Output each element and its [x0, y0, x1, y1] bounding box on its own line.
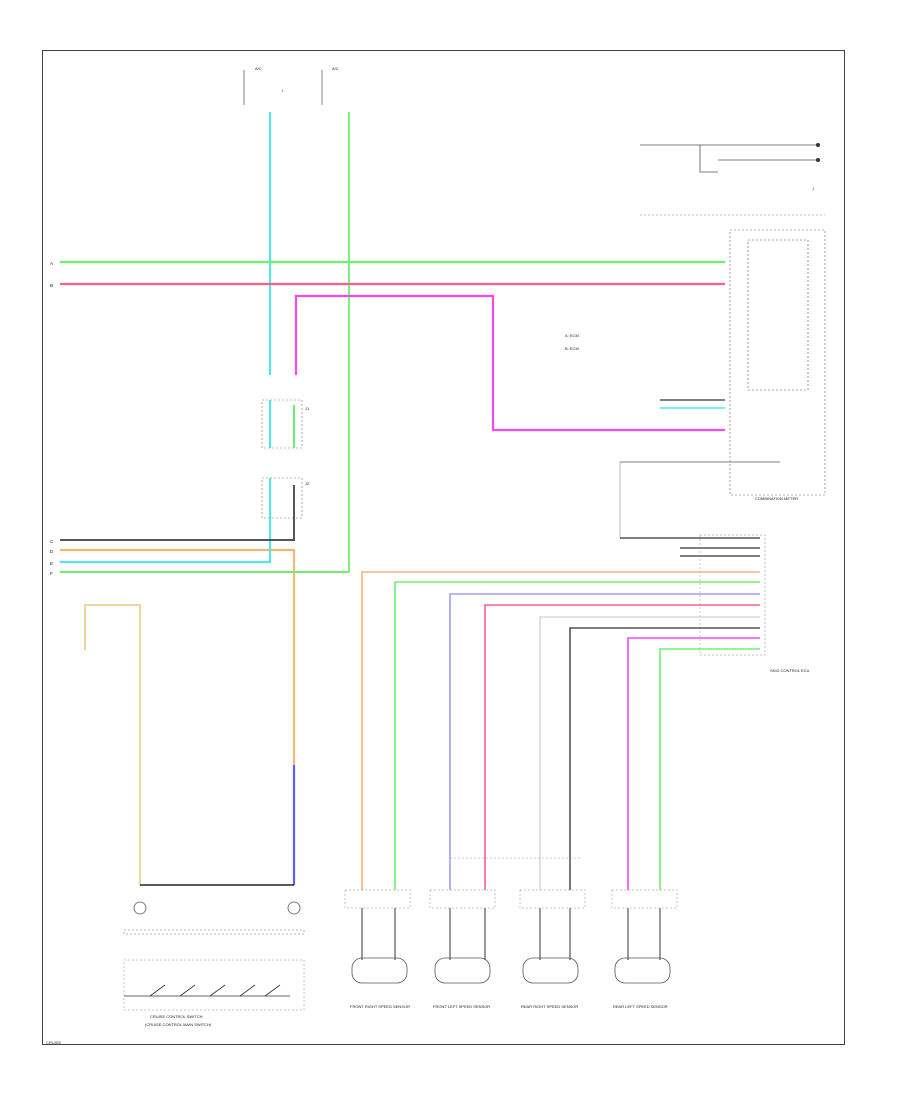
svg-text:A/C: A/C [332, 66, 339, 71]
rear-left-sensor-label: REAR LEFT SPEED SENSOR [613, 1004, 668, 1009]
svg-text:J1: J1 [305, 406, 310, 411]
legend-b: B: ECM [565, 346, 579, 351]
bus-tan-wire [60, 548, 296, 720]
skid-control-ecu: SKID CONTROL ECU [620, 534, 810, 673]
gray-wire-sensor [569, 627, 760, 890]
green-wire-sensor-2 [659, 648, 760, 890]
svg-text:A/C: A/C [255, 66, 262, 71]
diagram-frame [42, 50, 845, 1045]
splice-connector-2: J2 [261, 477, 310, 545]
orange-wire-sensor [361, 571, 760, 890]
connector-b-label: B [50, 283, 53, 288]
connector-a-label: A [50, 261, 53, 266]
green-wire-sensor [394, 581, 760, 890]
rear-right-sensor-label: REAR RIGHT SPEED SENSOR [521, 1004, 578, 1009]
lavender-wire-sensor [449, 593, 760, 890]
connector-d-label: D [50, 549, 54, 554]
cruise-switch-label: CRUISE CONTROL SWITCH [150, 1014, 203, 1019]
cruise-control-switch: CRUISE CONTROL SWITCH (CRUISE CONTROL MA… [123, 901, 305, 1027]
svg-text:J2: J2 [305, 481, 310, 486]
combination-meter-label: COMBINATION METER [755, 496, 798, 501]
front-left-sensor-label: FRONT LEFT SPEED SENSOR [433, 1004, 490, 1009]
connector-e-label: E [50, 561, 53, 566]
magenta-wire-sensor [627, 637, 760, 890]
tan-wire-cruise [84, 604, 141, 885]
svg-text:J: J [812, 186, 814, 191]
top-right-relay-block: J [640, 143, 820, 191]
legend-a: A: ECM [565, 333, 579, 338]
pink-wire-sensor [484, 604, 760, 890]
skid-control-label: SKID CONTROL ECU [770, 668, 810, 673]
front-right-speed-sensor: FRONT RIGHT SPEED SENSOR [344, 889, 411, 1009]
bus-cyan-wire [60, 545, 272, 564]
cruise-switch-label-2: (CRUISE CONTROL MAIN SWITCH) [145, 1022, 212, 1027]
top-left-connector: A/C I [243, 66, 283, 105]
combination-meter: COMBINATION METER [619, 214, 826, 538]
front-right-sensor-label: FRONT RIGHT SPEED SENSOR [350, 1004, 410, 1009]
connector-f-label: F [50, 571, 53, 576]
magenta-wire [294, 294, 725, 432]
front-left-speed-sensor: FRONT LEFT SPEED SENSOR [429, 889, 496, 1009]
splice-connector-1: J1 [261, 399, 310, 449]
white-wire-sensor [539, 616, 760, 890]
connector-c-label: C [50, 539, 54, 544]
rear-right-speed-sensor: REAR RIGHT SPEED SENSOR [519, 889, 586, 1009]
svg-text:I: I [282, 88, 283, 93]
footer-label: CRUISE [46, 1040, 62, 1045]
rear-left-speed-sensor: REAR LEFT SPEED SENSOR [611, 889, 678, 1009]
top-right-connector: A/C [321, 66, 339, 105]
bus-gray-wire [60, 510, 295, 541]
